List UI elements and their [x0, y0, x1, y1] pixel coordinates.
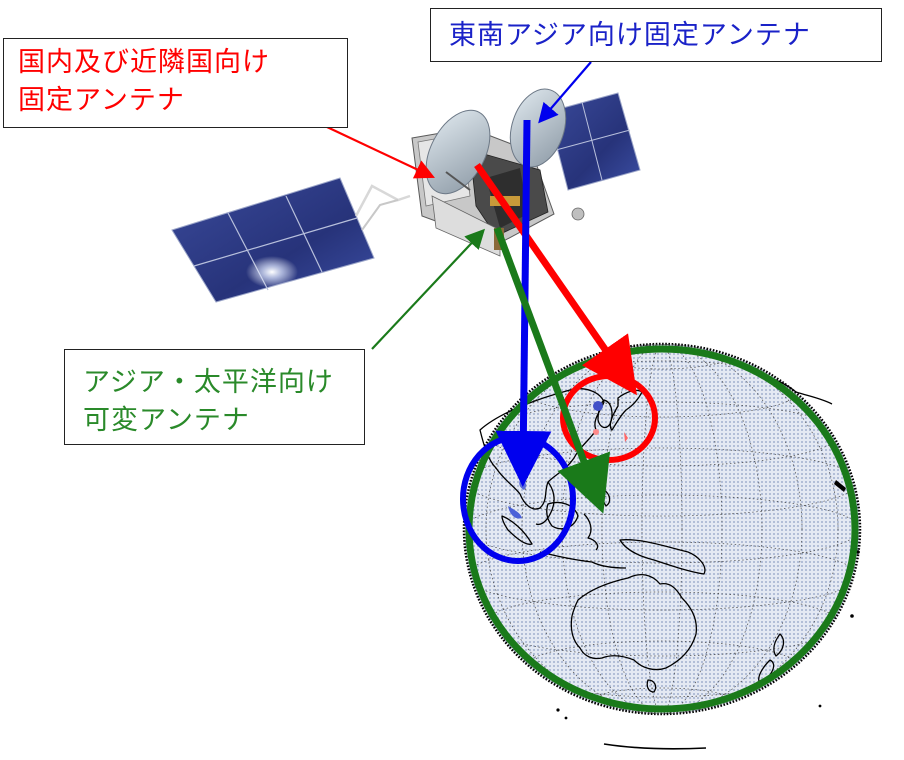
dish-antenna-domestic [425, 109, 491, 195]
edge-coast-bottom [603, 743, 707, 750]
left-solar-array [171, 177, 411, 303]
southeast-asia-label-line1: 東南アジア向け固定アンテナ [449, 20, 811, 51]
asia-pacific-antenna-label: アジア・太平洋向け 可変アンテナ [64, 349, 365, 445]
asia-pacific-beam-arrow [493, 226, 611, 514]
asia-pacific-leader-line [371, 228, 486, 350]
asia-pacific-label-line1: アジア・太平洋向け [83, 367, 334, 398]
southeast-asia-leader-line [538, 61, 592, 124]
coverage-tints [508, 401, 628, 519]
domestic-leader-line [326, 126, 435, 179]
domestic-label-line1: 国内及び近隣国向け [18, 47, 270, 78]
domestic-label-line2: 固定アンテナ [18, 85, 185, 116]
southeast-asia-beam-arrow [495, 119, 552, 487]
domestic-beam-arrow [474, 163, 637, 396]
asia-pacific-label-line2: 可変アンテナ [83, 405, 250, 436]
edge-marks [556, 480, 860, 720]
southeast-asia-antenna-label: 東南アジア向け固定アンテナ [430, 8, 882, 62]
right-solar-array [547, 92, 641, 191]
domestic-antenna-label: 国内及び近隣国向け 固定アンテナ [3, 38, 348, 128]
